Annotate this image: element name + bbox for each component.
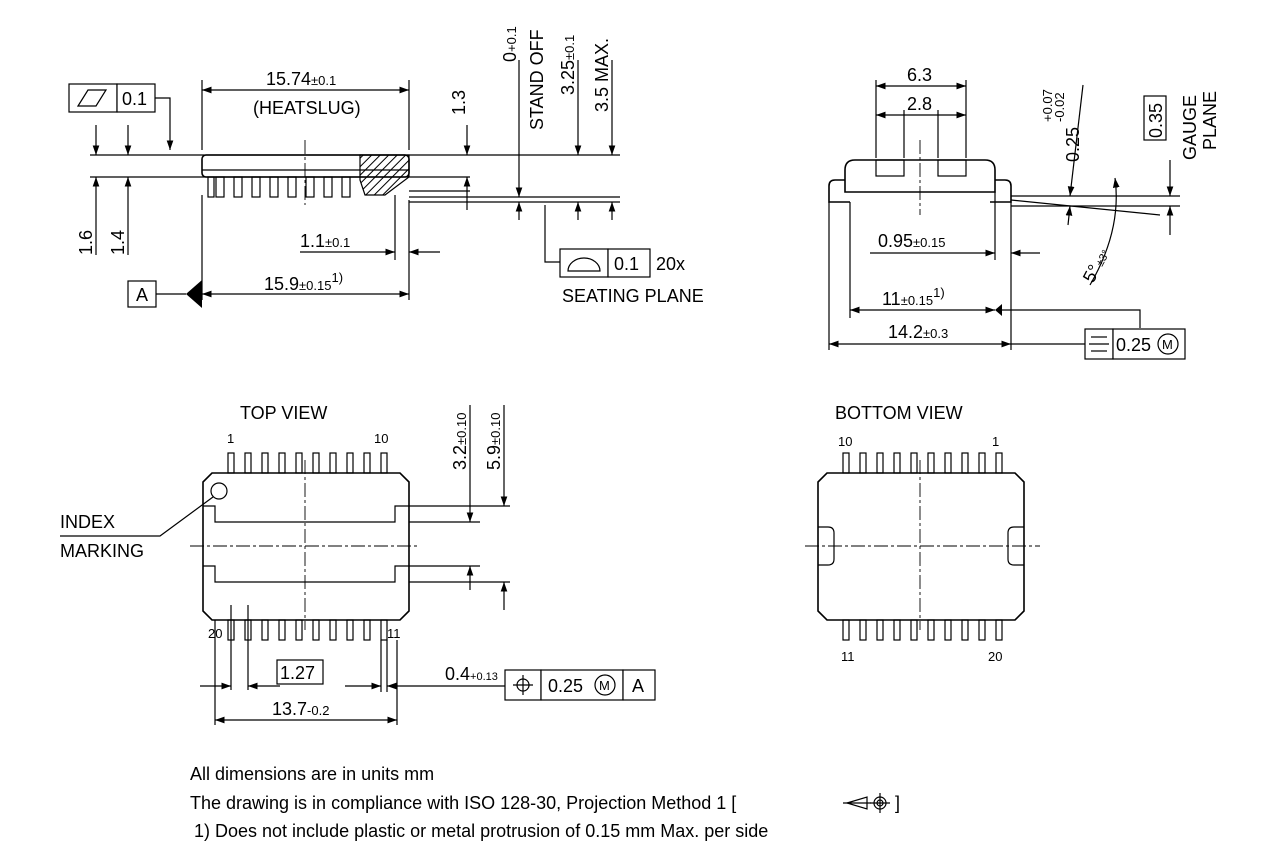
dim-1-1: 1.1±0.1 — [300, 231, 350, 251]
top-view-body — [202, 472, 410, 621]
body-length-top: 13.7-0.2 — [272, 699, 329, 719]
symmetry-icon — [1089, 336, 1109, 352]
top-view-title: TOP VIEW — [240, 403, 327, 423]
side-view: 0.1 15.74±0.1 (HEATSLUG) — [68, 26, 704, 308]
index-label-2: MARKING — [60, 541, 144, 561]
projection-method-icon — [843, 793, 890, 813]
profile-value-frame — [607, 248, 651, 278]
profile-frame — [559, 248, 609, 278]
body-width: 11±0.151) — [882, 285, 945, 309]
max-material-icon — [1157, 333, 1179, 355]
end-view-tab-right — [937, 159, 967, 177]
flatness-icon — [76, 89, 108, 107]
profile-value: 0.1 — [614, 254, 639, 274]
index-marking-icon — [210, 482, 228, 500]
top-view: TOP VIEW 1 10 20 11 — [60, 403, 656, 725]
gauge-label-2: PLANE — [1200, 91, 1220, 150]
angle-value: 5°±3° — [1079, 245, 1113, 286]
note-compliance-suffix: ] — [895, 793, 900, 813]
top-view-heatslug-top — [203, 505, 409, 523]
heatslug-label: (HEATSLUG) — [253, 98, 361, 118]
datum-a: A — [136, 285, 148, 305]
lead-thickness-tol-minus: -0.02 — [1052, 92, 1067, 122]
end-view-lead-right — [990, 179, 1012, 203]
bottom-view-title: BOTTOM VIEW — [835, 403, 963, 423]
bottom-view-leads-top — [842, 452, 1003, 474]
dim-5-9: 5.9±0.10 — [484, 413, 504, 470]
angle-arc — [1089, 177, 1120, 286]
pitch-frame — [276, 659, 324, 685]
flatness-leader — [155, 97, 174, 150]
notes: All dimensions are in units mm The drawi… — [190, 764, 900, 841]
profile-count: 20x — [656, 254, 685, 274]
position-value-frame — [540, 669, 624, 701]
datum-a-frame — [127, 280, 157, 308]
top-view-leads-bottom — [227, 619, 388, 641]
symmetry-value-frame — [1112, 328, 1186, 360]
dim-3-2: 3.2±0.10 — [450, 413, 470, 470]
top-view-heatslug-bottom — [203, 565, 409, 583]
dim-6-3: 6.3 — [907, 65, 932, 85]
bottom-view-pin-10: 10 — [838, 434, 852, 449]
top-view-pin-10: 10 — [374, 431, 388, 446]
position-datum-frame — [622, 669, 656, 701]
symmetry-modifier: M — [1162, 337, 1173, 352]
dim-1-4: 1.4 — [108, 230, 128, 255]
index-leader — [60, 496, 214, 537]
bottom-view-pin-1: 1 — [992, 434, 999, 449]
seating-plane-label: SEATING PLANE — [562, 286, 704, 306]
heatslug-length: 15.74±0.1 — [266, 69, 336, 89]
position-value: 0.25 — [548, 676, 583, 696]
end-view-tab-left — [875, 159, 905, 177]
position-datum: A — [632, 676, 644, 696]
gauge-label-1: GAUGE — [1180, 95, 1200, 160]
index-label-1: INDEX — [60, 512, 115, 532]
profile-surface-icon — [567, 257, 601, 272]
dim-0-95: 0.95±0.15 — [878, 231, 945, 251]
bottom-view-leads-bottom — [842, 619, 1003, 641]
end-view: 6.3 2.8 0.25 -0.02 +0.07 0.35 GAUGE PLAN… — [828, 65, 1220, 360]
body-length: 15.9±0.151) — [264, 270, 343, 294]
standoff-label: STAND OFF — [527, 29, 547, 130]
lead-width: 0.4+0.13 — [445, 664, 498, 684]
symmetry-value: 0.25 — [1116, 335, 1151, 355]
overall-width: 14.2±0.3 — [888, 322, 948, 342]
flatness-value: 0.1 — [122, 89, 147, 109]
bottom-view-pin-20: 20 — [988, 649, 1002, 664]
lead-thickness-tol-plus: +0.07 — [1040, 89, 1055, 122]
gauge-value: 0.35 — [1146, 103, 1166, 138]
bottom-view: BOTTOM VIEW 10 1 11 20 — [805, 403, 1040, 664]
end-view-body — [844, 159, 996, 193]
lead-thickness: 0.25 — [1063, 127, 1083, 162]
bottom-view-pin-11: 11 — [841, 649, 855, 664]
note-units: All dimensions are in units mm — [190, 764, 434, 784]
dim-1-3: 1.3 — [449, 90, 469, 115]
flatness-value-frame — [116, 83, 156, 113]
top-view-pin-11: 11 — [387, 626, 401, 641]
bottom-view-body — [817, 472, 1025, 621]
standoff-value: 0+0.1 — [500, 26, 520, 62]
dim-2-8: 2.8 — [907, 94, 932, 114]
top-view-pin-1: 1 — [227, 431, 234, 446]
dim-1-6: 1.6 — [76, 230, 96, 255]
flatness-frame — [68, 83, 118, 113]
position-modifier: M — [599, 678, 610, 693]
height-value: 3.25±0.1 — [558, 35, 578, 95]
pitch-value: 1.27 — [280, 663, 315, 683]
datum-triangle-icon — [186, 280, 202, 308]
side-view-section-hatch — [359, 154, 410, 196]
position-max-material-icon — [594, 674, 616, 696]
gauge-value-frame — [1143, 95, 1167, 141]
side-view-leads — [207, 176, 351, 198]
end-view-lead-left — [828, 179, 850, 203]
note-compliance: The drawing is in compliance with ISO 12… — [190, 793, 736, 813]
max-height: 3.5 MAX. — [592, 38, 612, 112]
top-view-leads-top — [227, 452, 388, 474]
position-icon — [513, 675, 533, 695]
note-footnote: 1) Does not include plastic or metal pro… — [194, 821, 768, 841]
